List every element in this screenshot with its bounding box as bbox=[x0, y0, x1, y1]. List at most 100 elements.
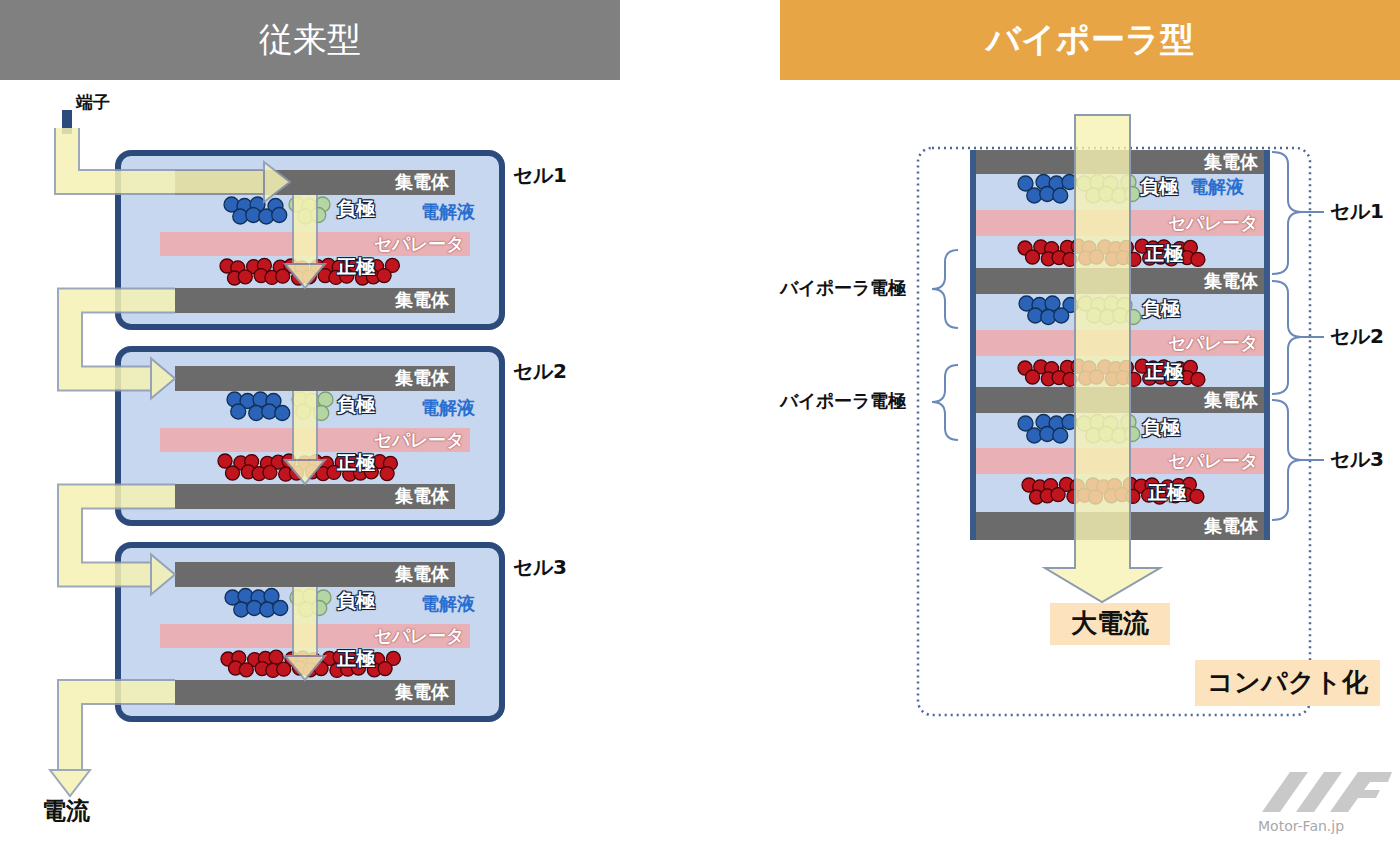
arrow-outline bbox=[292, 391, 318, 462]
watermark: Motor-Fan.jp bbox=[1258, 818, 1344, 834]
particle bbox=[273, 601, 288, 616]
particle bbox=[1191, 252, 1205, 266]
logo bbox=[1262, 772, 1392, 812]
arrow-body bbox=[294, 587, 316, 658]
cell-name: セル1 bbox=[513, 164, 567, 187]
electrode-label: 負極 bbox=[337, 394, 375, 416]
bipolar-electrode-label: バイポーラ電極 bbox=[780, 391, 906, 412]
stack-side-bar bbox=[1264, 150, 1270, 540]
band-text: バイポーラ型 bbox=[986, 20, 1194, 59]
current-arrow bbox=[285, 587, 325, 680]
particle bbox=[318, 392, 333, 407]
electrode-label: 負極 bbox=[1140, 176, 1178, 198]
current-arrow bbox=[285, 195, 325, 288]
band-text: 大電流 bbox=[1071, 609, 1149, 639]
electrolyte-label: 電解液 bbox=[421, 594, 475, 615]
band-text: セパレータ bbox=[1168, 213, 1258, 234]
particle bbox=[359, 261, 373, 275]
band-text: 集電体 bbox=[1204, 516, 1258, 537]
particle bbox=[239, 663, 253, 677]
cell-name: セル3 bbox=[1330, 448, 1384, 471]
arrow-head bbox=[151, 555, 175, 595]
arrow-head bbox=[285, 264, 325, 288]
electrode-label: 負極 bbox=[337, 590, 375, 612]
band-text: 集電体 bbox=[395, 486, 449, 507]
current-arrow bbox=[285, 391, 325, 484]
particle bbox=[1191, 372, 1205, 386]
note-box: 大電流 bbox=[1050, 603, 1170, 645]
band-text: 集電体 bbox=[1204, 152, 1258, 173]
particle bbox=[1026, 370, 1040, 384]
particle bbox=[360, 651, 374, 665]
arrow-head bbox=[151, 359, 175, 399]
bipolar-electrode-label: バイポーラ電極 bbox=[780, 278, 906, 299]
electrode-label: 正極 bbox=[1148, 482, 1186, 504]
electrolyte-label: 電解液 bbox=[1190, 177, 1244, 198]
band-text: 集電体 bbox=[395, 290, 449, 311]
current-arrow bbox=[70, 497, 175, 595]
band-text: セパレータ bbox=[374, 430, 464, 451]
particle bbox=[335, 455, 349, 469]
particle bbox=[226, 466, 240, 480]
current-collector: 集電体 bbox=[175, 562, 455, 587]
band-text: セパレータ bbox=[374, 626, 464, 647]
electrode-label: 正極 bbox=[337, 256, 375, 278]
particle bbox=[275, 406, 290, 421]
particle bbox=[276, 269, 290, 283]
particle bbox=[1026, 250, 1040, 264]
current-collector: 集電体 bbox=[175, 484, 455, 509]
particle bbox=[1190, 489, 1204, 503]
particle bbox=[272, 208, 287, 223]
band-text: 集電体 bbox=[1204, 390, 1258, 411]
particle bbox=[333, 650, 347, 664]
electrode-label: 正極 bbox=[1145, 361, 1183, 383]
arrow-head bbox=[285, 656, 325, 680]
current-collector: 集電体 bbox=[175, 680, 455, 705]
band-text: コンパクト化 bbox=[1207, 668, 1368, 698]
electrode-label: 負極 bbox=[1142, 417, 1180, 439]
particle bbox=[1054, 308, 1069, 323]
particle bbox=[344, 652, 358, 666]
current-arrow bbox=[70, 301, 175, 399]
particle bbox=[327, 465, 341, 479]
particle bbox=[277, 662, 291, 676]
band-text: 従来型 bbox=[259, 20, 361, 59]
particle bbox=[380, 467, 394, 481]
particle bbox=[377, 269, 391, 283]
current-label: 電流 bbox=[42, 798, 90, 826]
header-band: バイポーラ型 bbox=[780, 0, 1400, 80]
electrode-label: 負極 bbox=[1142, 298, 1180, 320]
cell-name: セル2 bbox=[1330, 325, 1384, 348]
note-box: コンパクト化 bbox=[1195, 660, 1380, 706]
band-text: 集電体 bbox=[395, 564, 449, 585]
particle bbox=[354, 466, 368, 480]
terminal-label: 端子 bbox=[76, 93, 110, 113]
header-band: 従来型 bbox=[0, 0, 620, 80]
arrow-body bbox=[294, 195, 316, 266]
cell-name: セル3 bbox=[513, 556, 567, 579]
particle bbox=[1053, 188, 1068, 203]
particle bbox=[1051, 488, 1065, 502]
current-collector: 集電体 bbox=[175, 288, 455, 313]
electrode-label: 正極 bbox=[337, 452, 375, 474]
current-arrow bbox=[67, 128, 290, 202]
active-material-particles bbox=[218, 175, 1205, 678]
arrow-outline bbox=[292, 195, 318, 266]
particle bbox=[231, 404, 246, 419]
particle bbox=[1053, 428, 1068, 443]
cell-name: セル2 bbox=[513, 360, 567, 383]
particle bbox=[346, 454, 360, 468]
band-text: 集電体 bbox=[1204, 271, 1258, 292]
electrolyte-label: 電解液 bbox=[421, 202, 475, 223]
particle bbox=[340, 269, 354, 283]
current-collector: 集電体 bbox=[175, 366, 455, 391]
particle bbox=[238, 270, 252, 284]
particle bbox=[357, 456, 371, 470]
band-text: セパレータ bbox=[1168, 333, 1258, 354]
band-text: 集電体 bbox=[395, 368, 449, 389]
arrow-head bbox=[285, 460, 325, 484]
band-text: セパレータ bbox=[1168, 451, 1258, 472]
